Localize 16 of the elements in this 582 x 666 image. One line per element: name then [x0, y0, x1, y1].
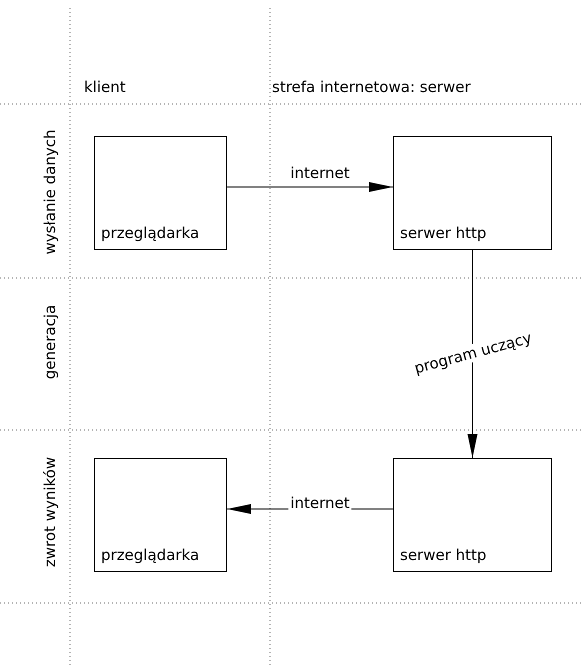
box-label: przeglądarka — [101, 546, 200, 564]
row-label: generacja — [41, 304, 59, 380]
column-label: strefa internetowa: serwer — [272, 78, 471, 96]
box-label: przeglądarka — [101, 224, 200, 242]
process-box — [393, 458, 552, 572]
process-box — [393, 136, 552, 250]
arrow — [226, 182, 394, 192]
arrow — [468, 250, 478, 458]
edge-label: internet — [288, 494, 352, 512]
row-label: wysłanie danych — [41, 130, 59, 254]
column-label: klient — [84, 78, 126, 96]
box-label: serwer http — [400, 546, 486, 564]
process-box — [94, 458, 227, 572]
box-label: serwer http — [400, 224, 486, 242]
row-label: zwrot wyników — [41, 456, 59, 568]
process-box — [94, 136, 227, 250]
